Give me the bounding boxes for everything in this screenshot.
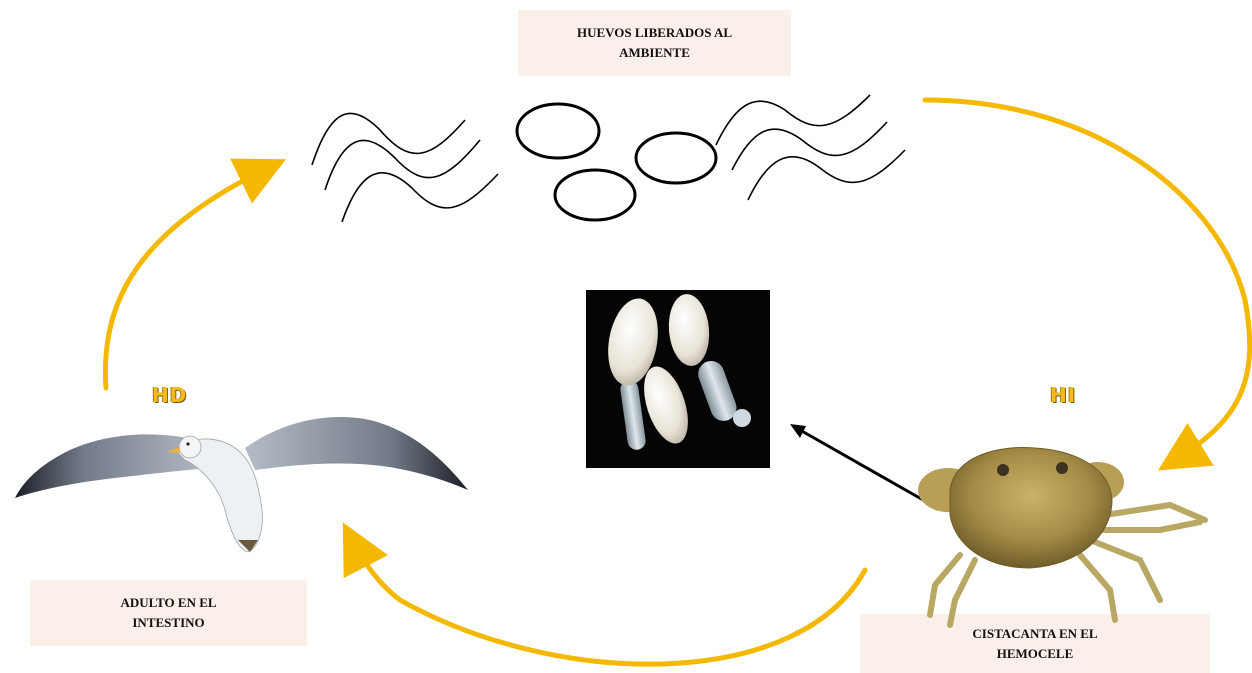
seagull-image	[15, 417, 468, 552]
arrow-crab-to-gull	[352, 540, 865, 664]
larva-icon	[342, 173, 498, 222]
egg-icon	[517, 104, 599, 158]
larva-group-right	[716, 95, 905, 200]
arrow-eggs-to-crab	[925, 100, 1250, 460]
arrow-adult-to-eggs	[105, 168, 268, 388]
larva-icon	[312, 113, 465, 165]
egg-icon	[636, 133, 716, 183]
larva-icon	[325, 140, 480, 190]
egg-group	[517, 104, 716, 220]
cycle-arrows	[105, 100, 1249, 664]
arrow-crab-to-cystacanth	[790, 424, 932, 505]
larva-icon	[732, 122, 887, 170]
crab-image	[918, 447, 1205, 625]
egg-icon	[555, 170, 635, 220]
larva-group-left	[312, 113, 498, 222]
larva-icon	[748, 150, 905, 200]
larva-icon	[716, 95, 870, 145]
